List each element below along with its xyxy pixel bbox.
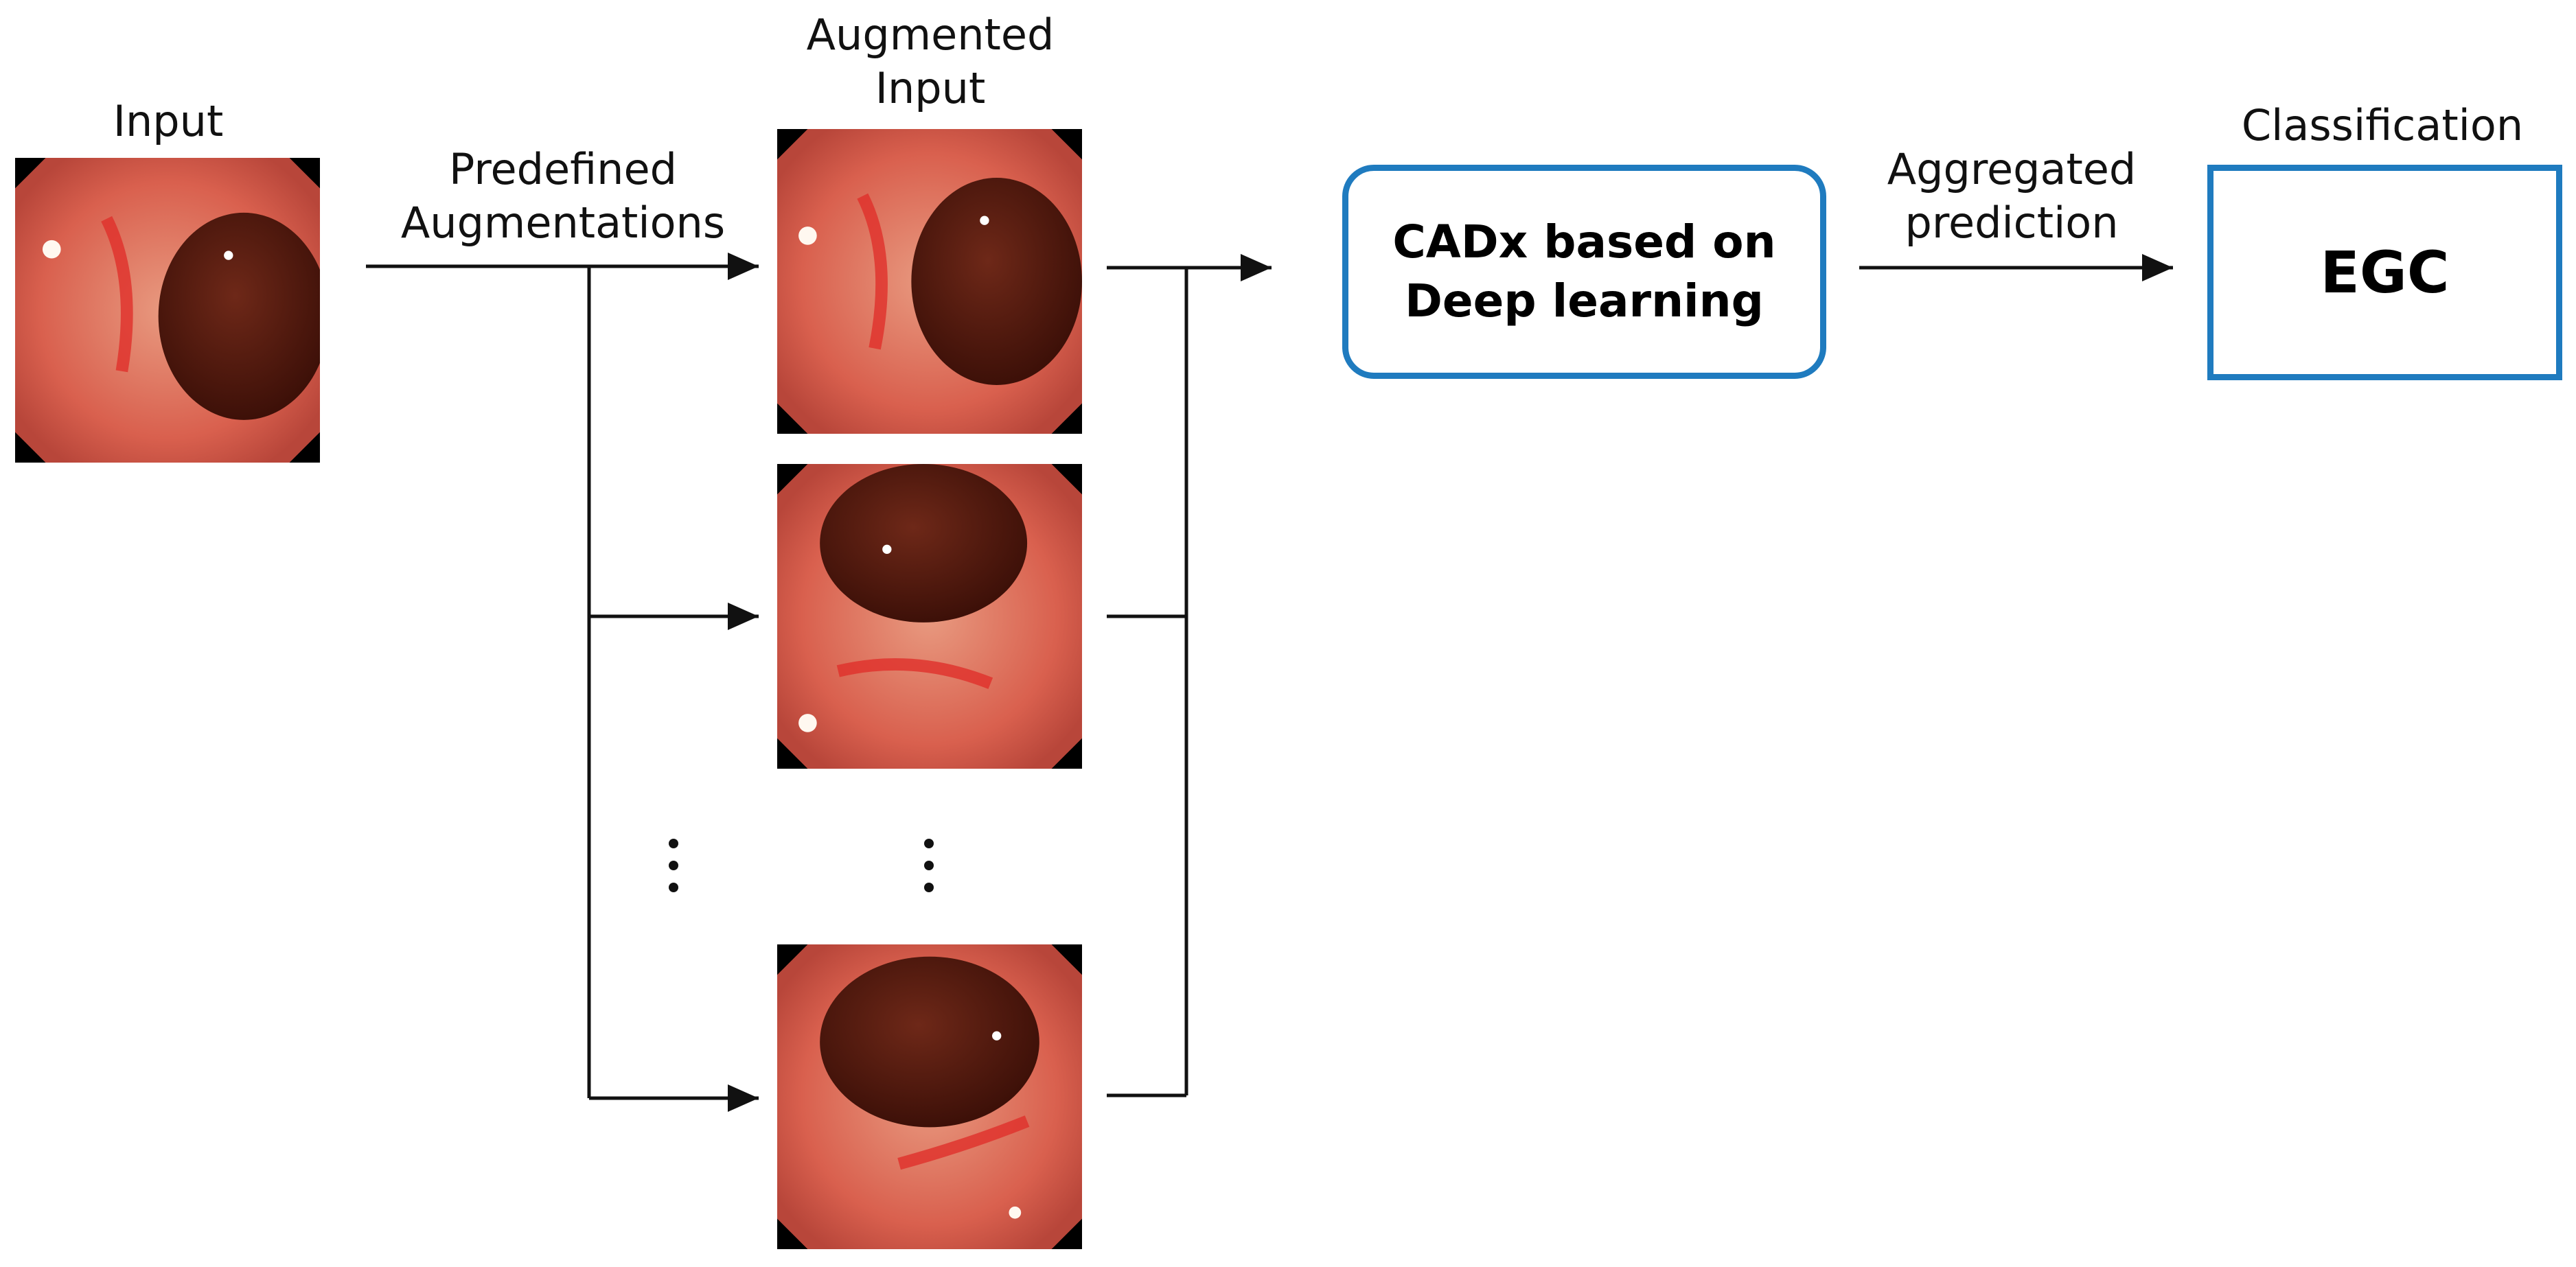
- augmented-input-label: Augmented Input: [762, 8, 1099, 115]
- ellipsis-dots-right: [924, 839, 934, 905]
- predefined-augmentations-label: Predefined Augmentations: [371, 143, 755, 249]
- augmented-image-3: [777, 944, 1082, 1249]
- predefined-augmentations-line-2: Augmentations: [400, 197, 726, 248]
- classification-label: Classification: [2241, 100, 2524, 150]
- predefined-augmentations-line-1: Predefined: [449, 144, 677, 194]
- input-endoscopy-image: [15, 158, 320, 463]
- aggregated-prediction-label: Aggregated prediction: [1854, 143, 2170, 249]
- cadx-box-line-2: Deep learning: [1405, 275, 1764, 327]
- cadx-model-box: CADx based on Deep learning: [1342, 165, 1826, 379]
- ellipsis-dots-left: [669, 839, 678, 905]
- aggregated-prediction-line-2: prediction: [1905, 197, 2119, 248]
- input-label: Input: [113, 96, 224, 146]
- classification-result-box: EGC: [2207, 165, 2562, 380]
- aggregated-prediction-line-1: Aggregated: [1887, 144, 2137, 194]
- augmented-image-1: [777, 129, 1082, 434]
- augmented-input-line-1: Augmented: [806, 10, 1055, 60]
- augmented-input-line-2: Input: [875, 62, 986, 113]
- cadx-box-line-1: CADx based on: [1392, 216, 1776, 269]
- augmented-image-2: [777, 464, 1082, 769]
